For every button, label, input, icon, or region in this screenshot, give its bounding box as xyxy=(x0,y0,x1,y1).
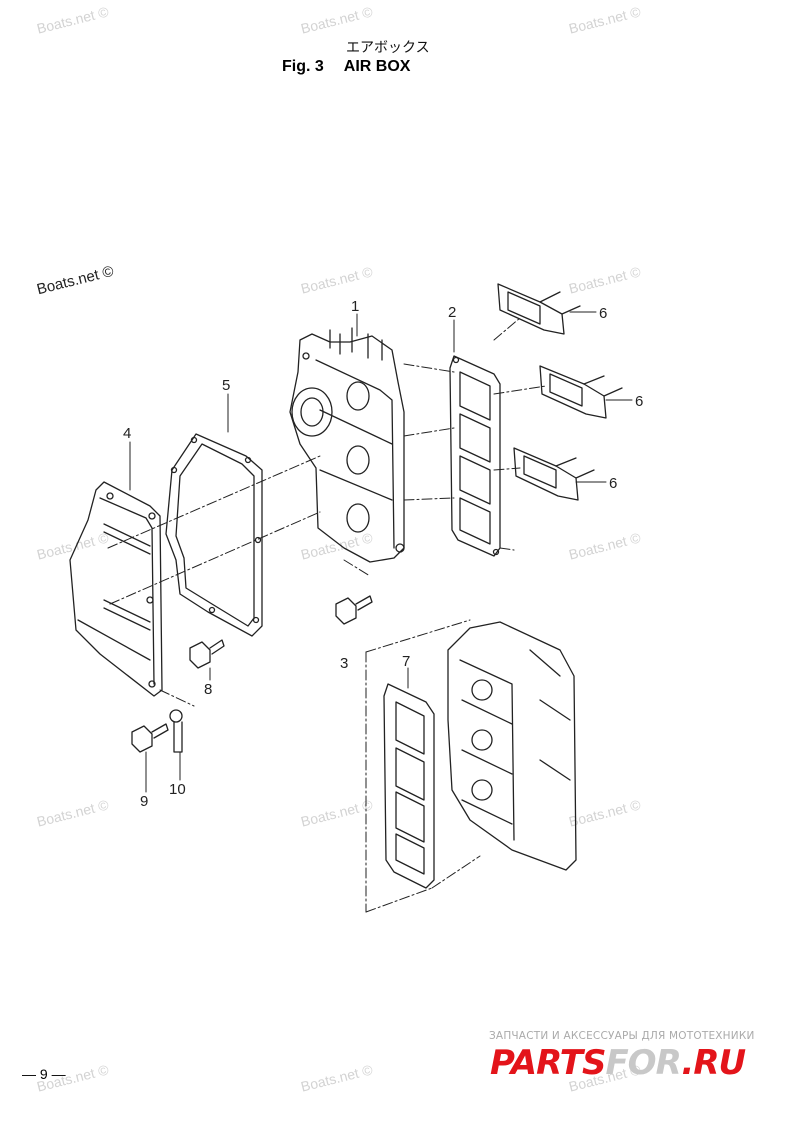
cylinder-block-gasket-part[interactable] xyxy=(383,683,435,889)
air-box-gasket-part[interactable] xyxy=(165,433,263,637)
brand-logo: PARTSFOR.RU xyxy=(490,1043,746,1083)
assembly-lines xyxy=(107,317,547,913)
bolt-part-8[interactable] xyxy=(189,639,225,669)
intake-manifold-part[interactable] xyxy=(289,327,405,563)
reed-valve-part[interactable] xyxy=(513,447,595,501)
callout-leaders xyxy=(129,311,633,793)
clip-part-10[interactable] xyxy=(169,709,183,753)
callout-6: 6 xyxy=(599,305,607,322)
page-number: — 9 — xyxy=(22,1066,66,1082)
air-box-cover-part[interactable] xyxy=(69,481,163,697)
callout-6: 6 xyxy=(609,475,617,492)
brand-tagline: ЗАПЧАСТИ И АКСЕССУАРЫ ДЛЯ МОТОТЕХНИКИ xyxy=(489,1030,755,1042)
callout-10: 10 xyxy=(169,781,186,798)
brand-logo-part-b: FOR xyxy=(605,1043,682,1083)
reed-valve-gasket-part[interactable] xyxy=(449,355,501,557)
figure-title: AIR BOX xyxy=(343,58,411,75)
callout-3: 3 xyxy=(340,655,348,672)
diagram-title: Fig. 3 AIR BOX xyxy=(282,58,410,76)
brand-logo-part-a: PARTS xyxy=(490,1043,606,1083)
diagram-title-japanese: エアボックス xyxy=(346,40,430,56)
callout-labels: 1 2 3 4 5 6 6 6 7 8 9 10 xyxy=(123,298,643,810)
bolt-part-9[interactable] xyxy=(131,723,169,753)
callout-5: 5 xyxy=(222,377,230,394)
cylinder-block-reference xyxy=(447,621,577,871)
bolt-part[interactable] xyxy=(335,595,373,625)
reed-valve-part[interactable] xyxy=(497,283,581,335)
callout-4: 4 xyxy=(123,425,131,442)
callout-7: 7 xyxy=(402,653,410,670)
reed-valve-part[interactable] xyxy=(539,365,623,419)
callout-6: 6 xyxy=(635,393,643,410)
callout-2: 2 xyxy=(448,304,456,321)
callout-9: 9 xyxy=(140,793,148,810)
figure-number: Fig. 3 xyxy=(282,58,324,75)
callout-8: 8 xyxy=(204,681,212,698)
callout-1: 1 xyxy=(351,298,359,315)
brand-logo-part-c: .RU xyxy=(681,1043,746,1083)
